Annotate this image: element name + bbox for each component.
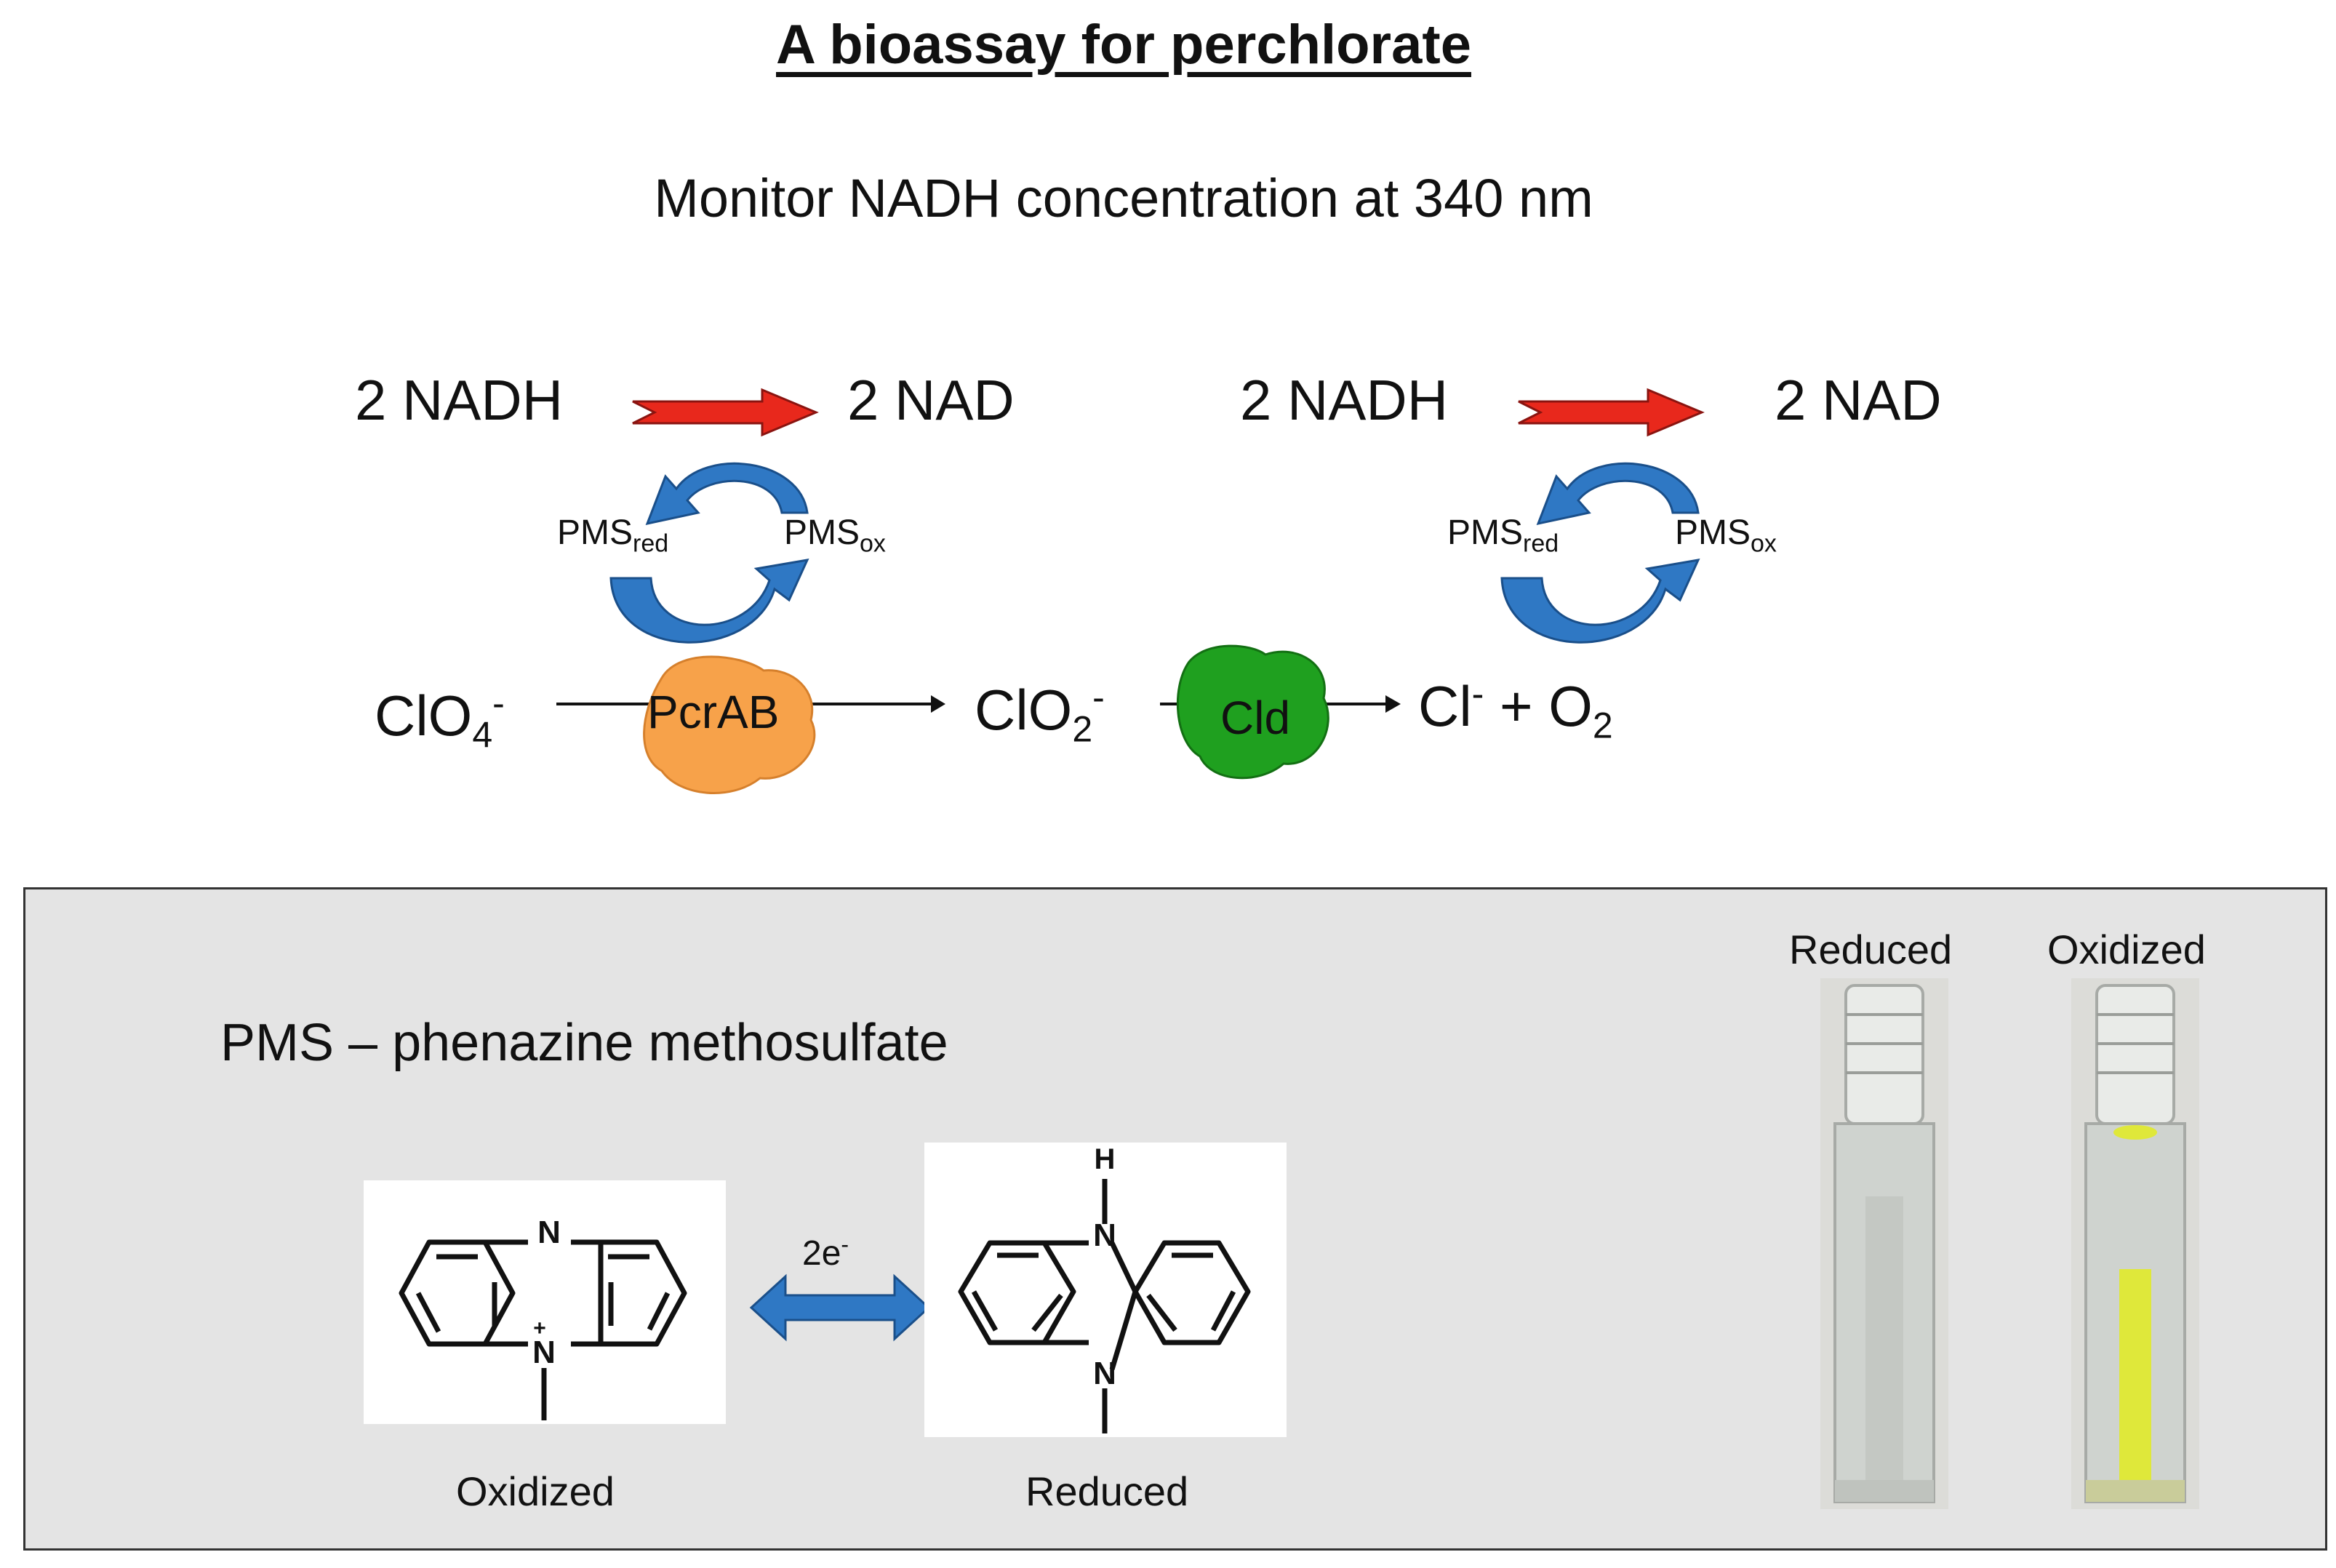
perchlorate: ClO4- [375,683,505,756]
chloride-oxygen: Cl- + O2 [1418,673,1613,746]
pms-red-right: PMSred [1447,513,1559,558]
ring-nitrogen-top: N [537,1215,561,1250]
photo-label-oxidized: Oxidized [2047,927,2206,972]
pcrab-label: PcrAB [647,686,780,738]
pms-definition: PMS – phenazine methosulfate [220,1014,948,1072]
red-arrow-icon [632,388,819,437]
pms-ox-right: PMSox [1675,513,1777,558]
blue-cycle-arrow-icon [1500,462,1700,644]
photo-label-reduced: Reduced [1789,927,1953,972]
nad-right: 2 NAD [1775,368,1942,432]
pms-red-left: PMSred [557,513,669,558]
nadh-right: 2 NADH [1240,368,1449,432]
caption-reduced: Reduced [1025,1468,1189,1514]
page-subtitle: Monitor NADH concentration at 340 nm [654,168,1593,228]
nadh-left: 2 NADH [355,368,564,432]
electrons-label: 2e- [802,1231,849,1273]
blue-cycle-arrow-icon [609,462,809,644]
ring-nitrogen-top: N [1093,1217,1116,1253]
double-arrow-icon [749,1273,931,1342]
ring-nitrogen-bottom: N [532,1335,556,1370]
oxidized-pms-structure: N N + [364,1180,726,1424]
pcrab-reaction-arrow [556,655,945,794]
positive-charge: + [533,1316,546,1340]
pms-ox-left: PMSox [784,513,886,558]
page-title: A bioassay for perchlorate [776,14,1471,76]
caption-oxidized: Oxidized [456,1468,615,1514]
chlorite: ClO2- [975,677,1105,750]
pms-info-panel: PMS – phenazine methosulfate [23,887,2327,1551]
ring-nitrogen-bottom: N [1093,1356,1116,1391]
reduced-pms-structure: H N N [924,1143,1287,1437]
cuvette-oxidized-photo [2071,978,2199,1509]
nad-left: 2 NAD [847,368,1015,432]
red-arrow-icon [1518,388,1705,437]
cld-label: Cld [1220,692,1291,744]
hydrogen-atom: H [1095,1143,1116,1175]
pcrab-enzyme-shape [643,655,816,794]
cld-reaction-arrow [1160,644,1401,780]
cld-enzyme-shape [1176,644,1329,780]
cuvette-reduced-photo [1820,978,1948,1509]
